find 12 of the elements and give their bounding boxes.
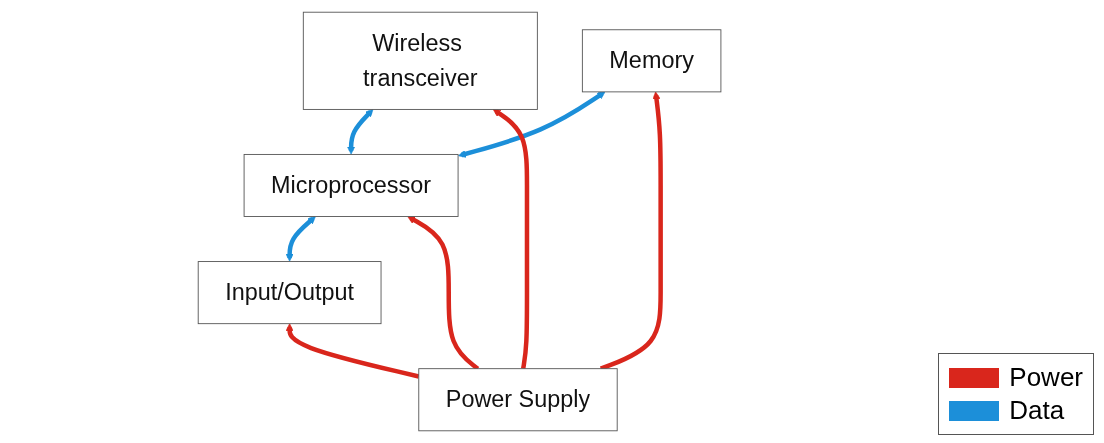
legend-label: Data (1009, 395, 1065, 426)
arrow (493, 109, 530, 370)
node-box: Wireless transceiver (303, 11, 539, 110)
node-box: Microprocessor (244, 154, 459, 217)
node-box: Memory (582, 29, 722, 93)
node-box: Input/Output (198, 261, 382, 325)
arrow (347, 109, 374, 155)
arrow (458, 91, 606, 158)
legend-label: Power (1009, 362, 1083, 393)
arrow (286, 323, 420, 379)
node-box: Power Supply (418, 368, 619, 432)
arrow (286, 216, 317, 262)
